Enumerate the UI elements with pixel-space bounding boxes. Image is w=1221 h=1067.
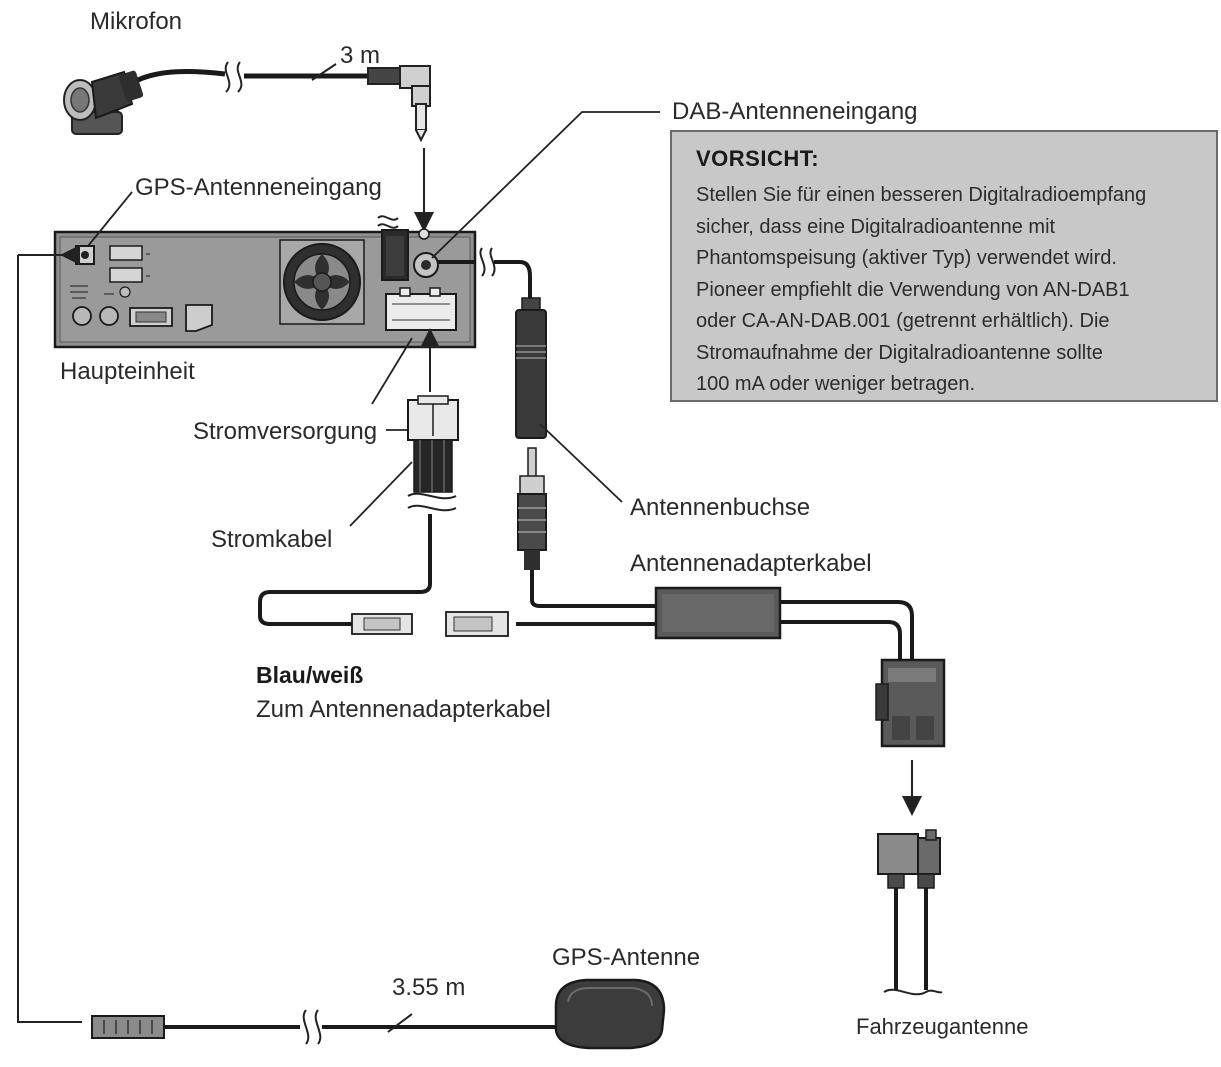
main-unit-body [53, 215, 477, 349]
caution-line: oder CA-AN-DAB.001 (getrennt erhältlich)… [696, 310, 1110, 332]
mic-cable-length-label: 3 m [340, 42, 381, 69]
blue-white-label: Blau/weiß [256, 662, 364, 688]
antenna-socket-device [515, 297, 547, 439]
caution-line: Stellen Sie für einen besseren Digitalra… [696, 184, 1147, 206]
caution-line: Phantomspeisung (aktiver Typ) verwendet … [696, 247, 1117, 269]
caution-line: Stromaufnahme der Digitalradioantenne so… [696, 341, 1103, 364]
power-cable-assembly [258, 328, 509, 637]
antenna-adapter-cable [516, 447, 946, 816]
dab-cable [438, 247, 532, 300]
caution-title: VORSICHT: [696, 146, 820, 171]
power-cable-label: Stromkabel [211, 526, 333, 553]
to-antenna-adapter-label: Zum Antennenadapterkabel [256, 696, 551, 723]
gps-antenna-assembly [17, 245, 666, 1050]
microphone-label: Mikrofon [90, 8, 183, 35]
antenna-socket-label: Antennenbuchse [630, 494, 811, 521]
dab-input-label: DAB-Antenneneingang [672, 98, 918, 125]
main-unit-label: Haupteinheit [60, 358, 195, 385]
gps-input-label: GPS-Antenneneingang [135, 174, 382, 201]
caution-line: Pioneer empfiehlt die Verwendung von AN-… [696, 278, 1130, 301]
leader-lines [87, 111, 660, 527]
gps-antenna-label: GPS-Antenne [552, 944, 701, 971]
gps-cable-length-label: 3.55 m [392, 974, 466, 1001]
antenna-adapter-cable-label: Antennenadapterkabel [630, 550, 872, 577]
caution-line: sicher, dass eine Digitalradioantenne mi… [696, 215, 1056, 238]
vehicle-antenna-device [877, 829, 943, 996]
microphone-cable [136, 61, 434, 232]
microphone-device [63, 70, 144, 135]
caution-body: Stellen Sie für einen besseren Digitalra… [696, 180, 1194, 401]
caution-box: VORSICHT: Stellen Sie für einen besseren… [670, 130, 1218, 402]
power-supply-label: Stromversorgung [193, 418, 378, 445]
vehicle-antenna-label: Fahrzeugantenne [856, 1014, 1029, 1039]
caution-line: 100 mA oder weniger betragen. [696, 373, 976, 395]
